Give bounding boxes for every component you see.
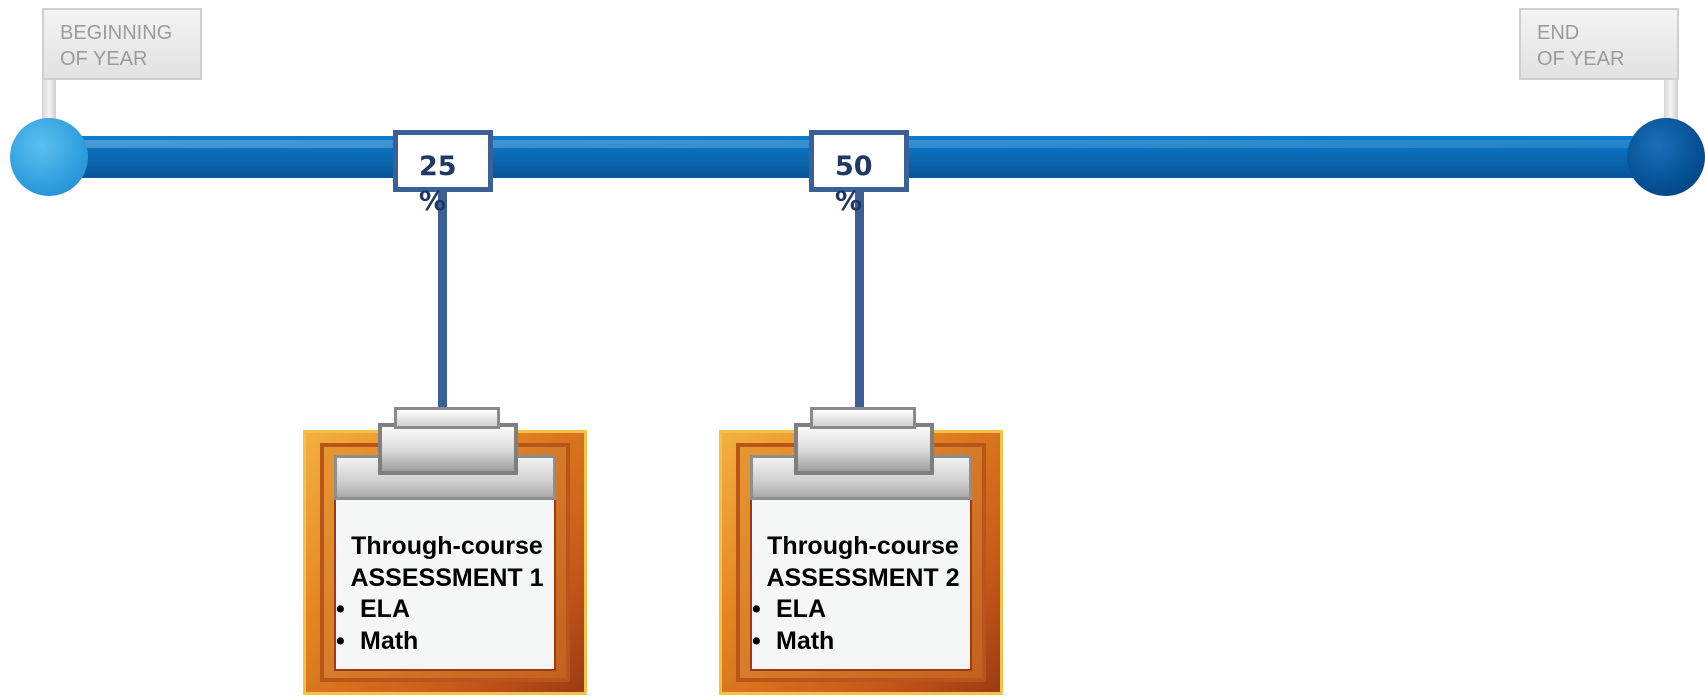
start-flag: BEGINNING OF YEAR	[42, 8, 202, 80]
assessment-1-text: Through-course ASSESSMENT 1 ELA Math	[336, 531, 558, 657]
start-flag-line2: OF YEAR	[60, 48, 148, 70]
percent-marker-2: 50	[809, 130, 909, 192]
assessment-2-title-line2: ASSESSMENT 2	[766, 563, 960, 592]
end-flag-line1: END	[1537, 22, 1580, 44]
assessment-1-subject: Math	[336, 626, 558, 658]
end-flag: END OF YEAR	[1519, 8, 1679, 80]
marker-connector-2	[855, 190, 864, 410]
end-flag-line2: OF YEAR	[1537, 48, 1625, 70]
assessment-2-subject: Math	[752, 626, 974, 658]
clipboard-clip	[378, 423, 518, 475]
start-flag-line1: BEGINNING	[60, 22, 173, 44]
assessment-2-text: Through-course ASSESSMENT 2 ELA Math	[752, 531, 974, 657]
assessment-1-title-line1: Through-course	[351, 532, 543, 560]
percent-marker-1-value: 25	[419, 151, 457, 182]
percent-marker-2-value: 50	[835, 151, 873, 182]
assessment-1-clipboard: Through-course ASSESSMENT 1 ELA Math	[303, 407, 587, 695]
percent-marker-1-sign: %	[419, 186, 447, 217]
assessment-1-title-line2: ASSESSMENT 1	[350, 563, 544, 592]
assessment-1-subjects: ELA Math	[336, 594, 558, 657]
assessment-2-subject: ELA	[752, 594, 974, 626]
clipboard-clip-top	[810, 407, 916, 429]
marker-connector-1	[438, 190, 447, 410]
assessment-2-subjects: ELA Math	[752, 594, 974, 657]
assessment-2-title-line1: Through-course	[767, 532, 959, 560]
percent-marker-2-sign: %	[835, 186, 863, 217]
clipboard-clip	[794, 423, 934, 475]
timeline-start-dot	[10, 118, 88, 196]
assessment-1-subject: ELA	[336, 594, 558, 626]
timeline-end-dot	[1627, 118, 1705, 196]
assessment-2-clipboard: Through-course ASSESSMENT 2 ELA Math	[719, 407, 1003, 695]
clipboard-clip-top	[394, 407, 500, 429]
percent-marker-1: 25	[393, 130, 493, 192]
